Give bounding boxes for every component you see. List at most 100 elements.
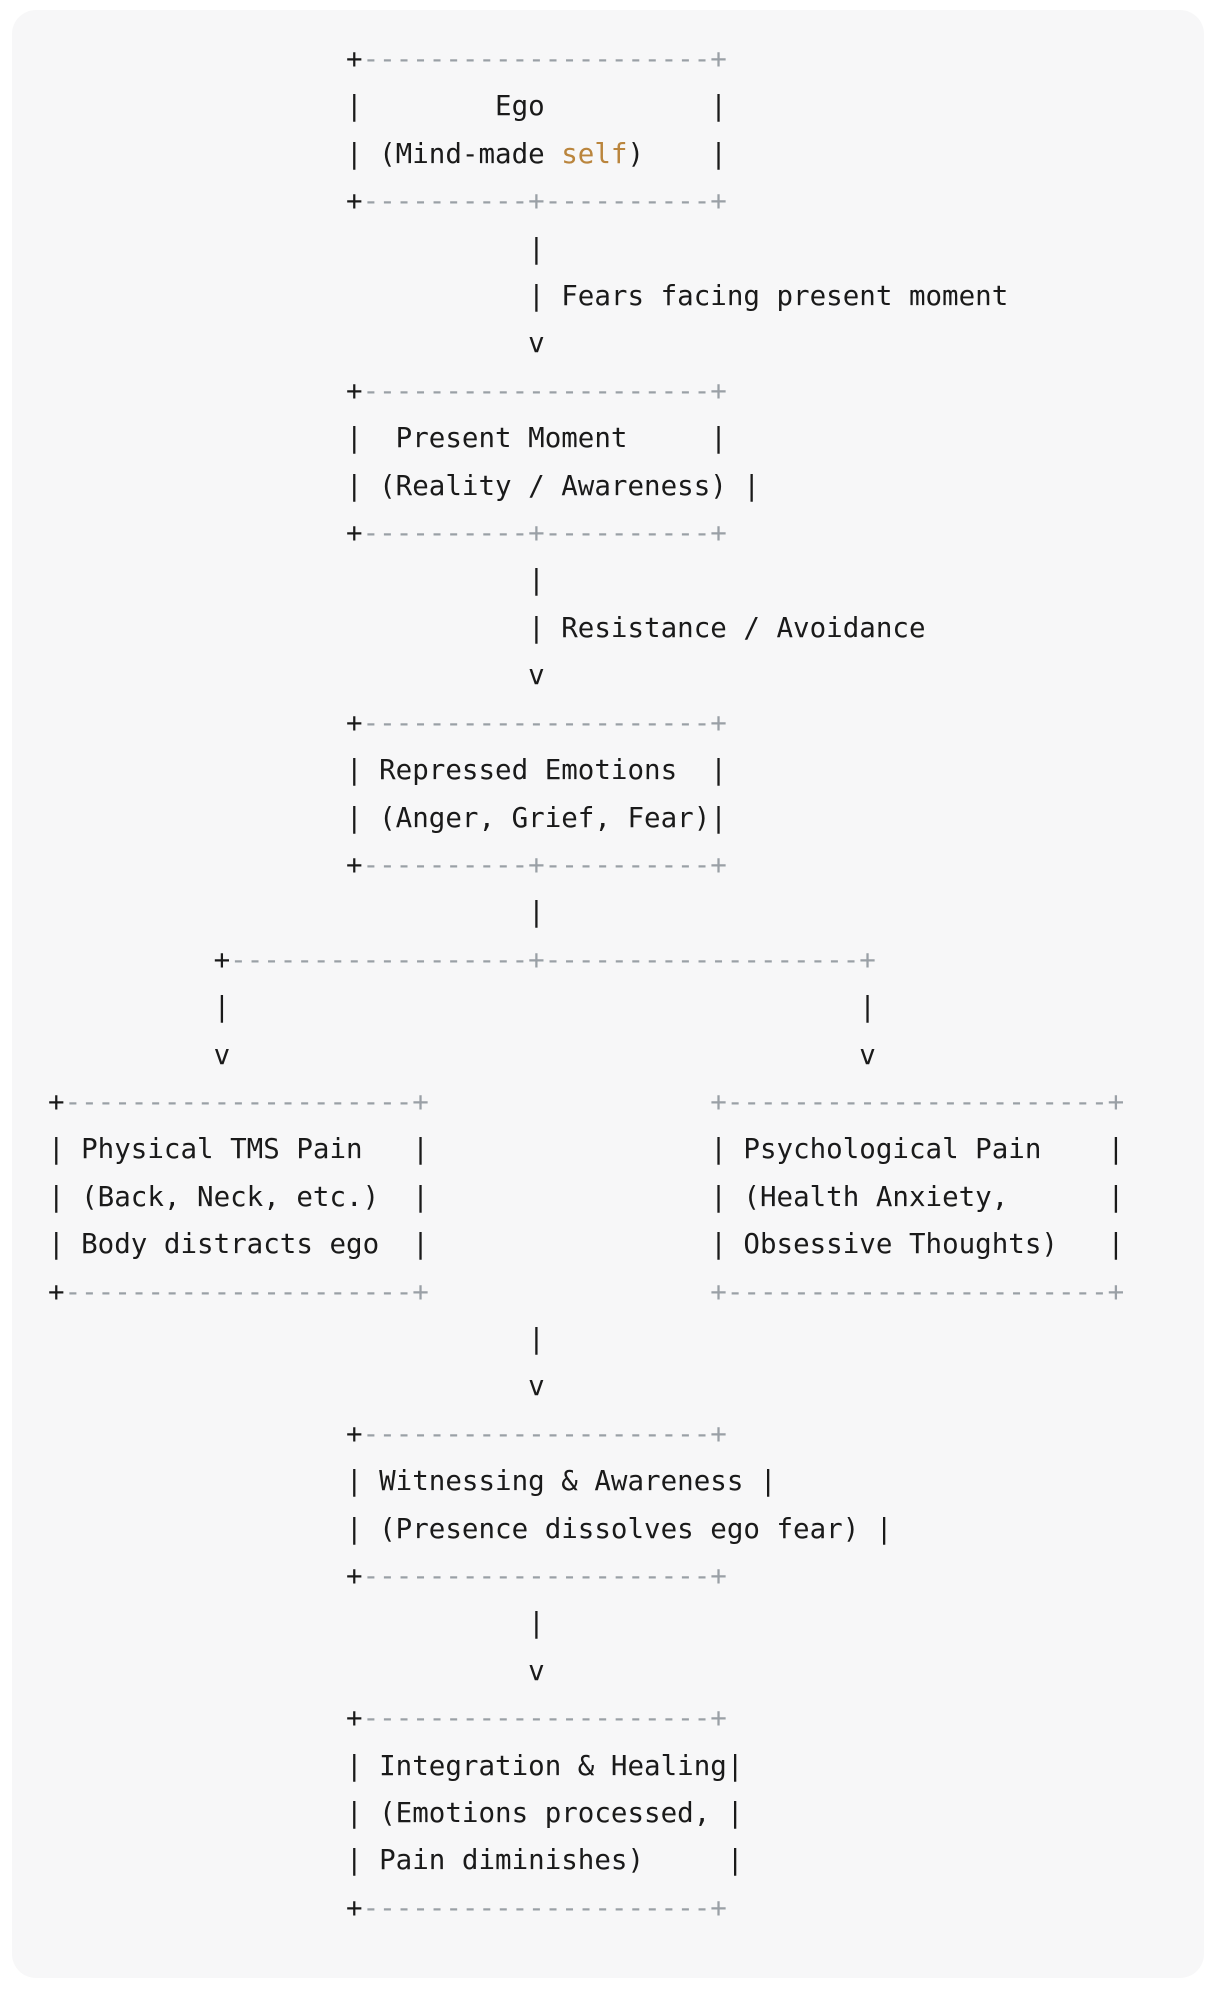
code-token: | (Mind-made — [346, 137, 562, 170]
code-token: + — [346, 43, 363, 75]
code-token: | — [528, 1322, 545, 1355]
code-token: + — [346, 1891, 363, 1924]
diagram-line: +---------------------+ — [48, 36, 1188, 83]
code-token: ---------------------+ — [362, 1417, 727, 1450]
diagram-line: | Fears facing present moment — [48, 273, 1188, 320]
code-token: + — [346, 517, 363, 550]
code-token: + — [48, 1275, 65, 1308]
code-token: | Ego | — [346, 90, 727, 123]
code-token: | Resistance / Avoidance — [528, 611, 926, 644]
diagram-line: | Ego | — [48, 83, 1188, 130]
diagram-line: | — [48, 1600, 1188, 1647]
diagram-line: +----------+----------+ — [48, 178, 1188, 225]
code-token: | (Health Anxiety, | — [710, 1180, 1125, 1213]
code-token: + — [346, 1417, 363, 1450]
diagram-line: v — [48, 1363, 1188, 1410]
diagram-line: v v — [48, 1032, 1188, 1079]
diagram-line: +---------------------+ +---------------… — [48, 1269, 1188, 1316]
code-token: ----------+----------+ — [362, 185, 727, 218]
code-token: | Obsessive Thoughts) | — [710, 1228, 1125, 1261]
diagram-line: | Repressed Emotions | — [48, 747, 1188, 794]
code-token: ) | — [627, 137, 727, 170]
diagram-line: | (Reality / Awareness) | — [48, 463, 1188, 510]
diagram-line: | (Back, Neck, etc.) | | (Health Anxiety… — [48, 1174, 1188, 1221]
diagram-line: | Present Moment | — [48, 415, 1188, 462]
code-token: +-----------------------+ — [710, 1085, 1125, 1118]
diagram-line: +---------------------+ — [48, 1411, 1188, 1458]
code-token: | Present Moment | — [346, 422, 727, 455]
code-token: | Integration & Healing| — [346, 1749, 744, 1782]
diagram-line: | (Anger, Grief, Fear)| — [48, 795, 1188, 842]
code-token: | (Anger, Grief, Fear)| — [346, 801, 727, 834]
diagram-line: +---------------------+ — [48, 1695, 1188, 1742]
diagram-line: | — [48, 557, 1188, 604]
code-token: v — [528, 1654, 545, 1687]
diagram-line: | (Emotions processed, | — [48, 1790, 1188, 1837]
diagram-line: | Body distracts ego | | Obsessive Thoug… — [48, 1221, 1188, 1268]
diagram-line: | (Presence dissolves ego fear) | — [48, 1506, 1188, 1553]
code-token: | Witnessing & Awareness | — [346, 1465, 777, 1498]
code-token: v — [528, 327, 545, 360]
code-token: v — [859, 1038, 876, 1071]
diagram-line: +---------------------+ — [48, 1553, 1188, 1600]
diagram-line: +----------+----------+ — [48, 842, 1188, 889]
code-token: v — [528, 659, 545, 692]
code-token: ---------------------+ — [362, 706, 727, 739]
code-token: | — [528, 232, 545, 265]
code-token: ---------------------+ — [362, 1702, 727, 1735]
diagram-line: | — [48, 226, 1188, 273]
diagram-line: +------------------+-------------------+ — [48, 937, 1188, 984]
page: { "colors": { "text": "#1a1a1a", "dim_bo… — [0, 10, 1216, 2004]
code-token: +-----------------------+ — [710, 1275, 1125, 1308]
code-token: + — [346, 374, 363, 407]
code-token: ---------------------+ — [64, 1085, 429, 1118]
code-token: | (Back, Neck, etc.) | — [48, 1180, 429, 1213]
code-token: ----------+----------+ — [362, 848, 727, 881]
diagram-line: | — [48, 889, 1188, 936]
code-token: | (Emotions processed, | — [346, 1797, 744, 1830]
code-token: | Pain diminishes) | — [346, 1844, 744, 1877]
code-token: | — [213, 991, 231, 1024]
code-block-panel: +---------------------+ | Ego | | (Mind-… — [12, 10, 1204, 1979]
diagram-line: +---------------------+ — [48, 368, 1188, 415]
diagram-line: +---------------------+ — [48, 1885, 1188, 1932]
code-token: ---------------------+ — [64, 1275, 429, 1308]
code-token: | — [528, 896, 545, 929]
code-token: | Psychological Pain | — [710, 1133, 1125, 1166]
diagram-line: | | — [48, 984, 1188, 1031]
code-token: + — [48, 1085, 65, 1118]
diagram-line: | Witnessing & Awareness | — [48, 1458, 1188, 1505]
diagram-line: | Physical TMS Pain | | Psychological Pa… — [48, 1126, 1188, 1173]
code-token: ---------------------+ — [362, 374, 727, 407]
code-token: ----------+----------+ — [362, 517, 727, 550]
diagram-line: +---------------------+ — [48, 700, 1188, 747]
code-token: + — [346, 1560, 363, 1592]
diagram-line: | (Mind-made self) | — [48, 131, 1188, 178]
code-token: + — [346, 706, 363, 739]
diagram-line: v — [48, 320, 1188, 367]
diagram-line: | Pain diminishes) | — [48, 1837, 1188, 1884]
diagram-line: | Resistance / Avoidance — [48, 605, 1188, 652]
code-token: | — [859, 991, 876, 1024]
code-token: ------------------+-------------------+ — [230, 943, 876, 976]
code-token: + — [346, 848, 363, 881]
ascii-diagram: +---------------------+ | Ego | | (Mind-… — [12, 10, 1204, 1978]
code-token: | Physical TMS Pain | — [48, 1133, 429, 1166]
code-token: | Repressed Emotions | — [346, 754, 727, 787]
code-token: + — [213, 943, 231, 976]
code-token: + — [346, 1702, 363, 1735]
diagram-line: | — [48, 1316, 1188, 1363]
code-token: | (Reality / Awareness) | — [346, 469, 760, 502]
diagram-line: | Integration & Healing| — [48, 1743, 1188, 1790]
code-token: ---------------------+ — [362, 43, 727, 75]
code-token: | — [528, 564, 545, 597]
code-token: | Body distracts ego | — [48, 1228, 429, 1261]
code-token: | — [528, 1607, 545, 1640]
code-token: | Fears facing present moment — [528, 280, 1009, 313]
code-token: | (Presence dissolves ego fear) | — [346, 1512, 893, 1545]
code-token: v — [528, 1370, 545, 1403]
diagram-line: v — [48, 652, 1188, 699]
diagram-line: v — [48, 1648, 1188, 1695]
code-token-highlight: self — [561, 137, 628, 170]
code-token: + — [346, 185, 363, 218]
